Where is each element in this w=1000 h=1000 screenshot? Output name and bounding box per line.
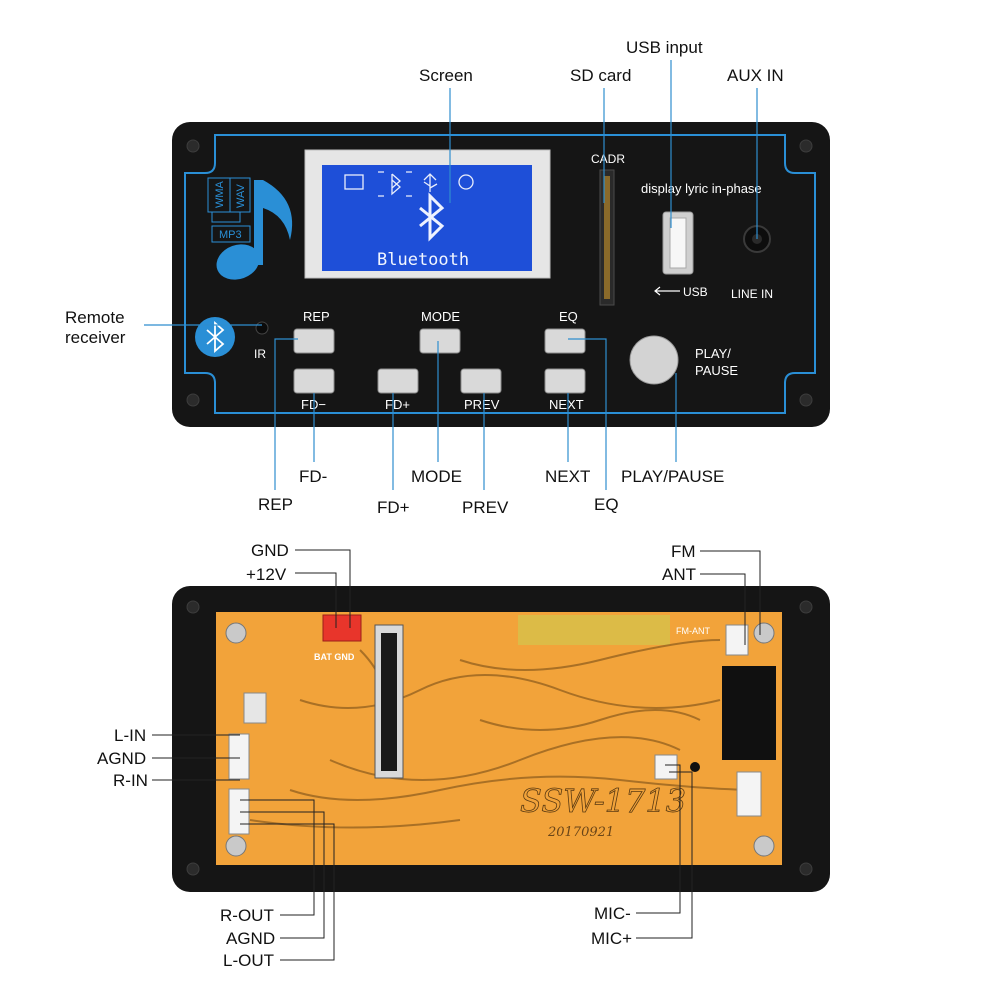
eq-button-label: EQ: [559, 309, 578, 324]
bluetooth-large-icon: [419, 192, 445, 242]
lcd-screen: Bluetooth: [304, 149, 551, 279]
gear-small-icon: [458, 174, 474, 190]
front-callout-lines: [144, 60, 758, 490]
play-pause-label-2: PAUSE: [695, 363, 738, 378]
usb-input-callout: USB input: [626, 38, 703, 57]
play-pause-button[interactable]: [629, 335, 679, 385]
board-model: SSW-1713: [520, 782, 686, 820]
fm-ant-connector[interactable]: [725, 624, 749, 656]
bluetooth-badge: [195, 317, 235, 357]
lcd-status-icons: [344, 171, 474, 197]
board-date: 20170921: [547, 825, 614, 840]
usb-port-label: USB: [683, 285, 708, 299]
pcb-board: [216, 612, 782, 865]
next-button[interactable]: [544, 368, 586, 394]
mode-callout: MODE: [411, 467, 462, 486]
fm-callout: FM: [671, 542, 696, 561]
mic-plus-callout: MIC+: [591, 929, 632, 948]
remote-receiver-callout-2: receiver: [65, 328, 126, 347]
mode-button[interactable]: [419, 328, 461, 354]
lcd-bluetooth-text: Bluetooth: [377, 250, 469, 270]
mic-minus-callout: MIC-: [594, 904, 631, 923]
plus12v-callout: +12V: [246, 565, 287, 584]
usb-small-icon: [423, 173, 438, 192]
mode-button-label: MODE: [421, 309, 460, 324]
bat-gnd-silk: BAT GND: [314, 652, 355, 662]
play-pause-label-1: PLAY/: [695, 346, 731, 361]
play-pause-callout: PLAY/PAUSE: [621, 467, 724, 486]
rep-button-label: REP: [303, 309, 330, 324]
line-in-label: LINE IN: [731, 287, 773, 301]
line-in-connector[interactable]: [228, 733, 250, 780]
sd-card-slot: CADR: [591, 152, 625, 306]
format-wma: WMA: [214, 180, 226, 208]
aux-connector-back: [243, 692, 267, 724]
prev-callout: PREV: [462, 498, 509, 517]
panel-blue-outline: [184, 134, 816, 414]
fd-plus-button-label: FD+: [385, 397, 410, 412]
l-in-callout: L-IN: [114, 726, 146, 745]
fm-ant-silk: FM-ANT: [676, 626, 710, 636]
mic-connector[interactable]: [654, 754, 678, 780]
pcb-copper-pad: [518, 615, 670, 645]
display-lyric-label: display lyric in-phase: [641, 181, 762, 196]
ant-callout: ANT: [662, 565, 696, 584]
rep-button[interactable]: [293, 328, 335, 354]
front-panel: WMA WAV MP3 Bluetooth CADR displa: [172, 122, 830, 427]
back-callout-lines: [152, 549, 761, 961]
pcb-black-module: [722, 666, 776, 760]
ir-label: IR: [254, 347, 266, 361]
screen-callout: Screen: [419, 66, 473, 85]
gnd-callout: GND: [251, 541, 289, 560]
next-button-label: NEXT: [549, 397, 584, 412]
aux-in-callout: AUX IN: [727, 66, 784, 85]
fd-plus-callout: FD+: [377, 498, 410, 517]
fd-minus-callout: FD-: [299, 467, 327, 486]
agnd-out-callout: AGND: [226, 929, 275, 948]
power-connector[interactable]: [322, 614, 362, 642]
r-in-callout: R-IN: [113, 771, 148, 790]
music-note-icon: WMA WAV MP3: [207, 177, 293, 280]
ir-receiver: [255, 321, 269, 335]
next-callout: NEXT: [545, 467, 590, 486]
eq-callout: EQ: [594, 495, 619, 514]
bluetooth-icon: [206, 321, 225, 353]
agnd-in-callout: AGND: [97, 749, 146, 768]
back-panel: BAT GND FM-ANT SSW-1713 20170921: [172, 586, 830, 892]
bluetooth-small-icon: [391, 173, 401, 196]
usb-symbol-icon: [654, 286, 680, 296]
small-header: [736, 771, 762, 817]
rep-callout: REP: [258, 495, 293, 514]
format-mp3: MP3: [219, 229, 242, 241]
format-wav: WAV: [235, 184, 247, 208]
remote-receiver-callout-1: Remote: [65, 308, 125, 327]
prev-button[interactable]: [460, 368, 502, 394]
sd-card-callout: SD card: [570, 66, 631, 85]
eq-button[interactable]: [544, 328, 586, 354]
fd-minus-button[interactable]: [293, 368, 335, 394]
radio-icon: [344, 174, 364, 190]
l-out-callout: L-OUT: [223, 951, 274, 970]
pcb-screws: [225, 622, 775, 857]
r-out-callout: R-OUT: [220, 906, 274, 925]
cadr-label: CADR: [591, 152, 625, 166]
fd-plus-button[interactable]: [377, 368, 419, 394]
prev-button-label: PREV: [464, 397, 500, 412]
